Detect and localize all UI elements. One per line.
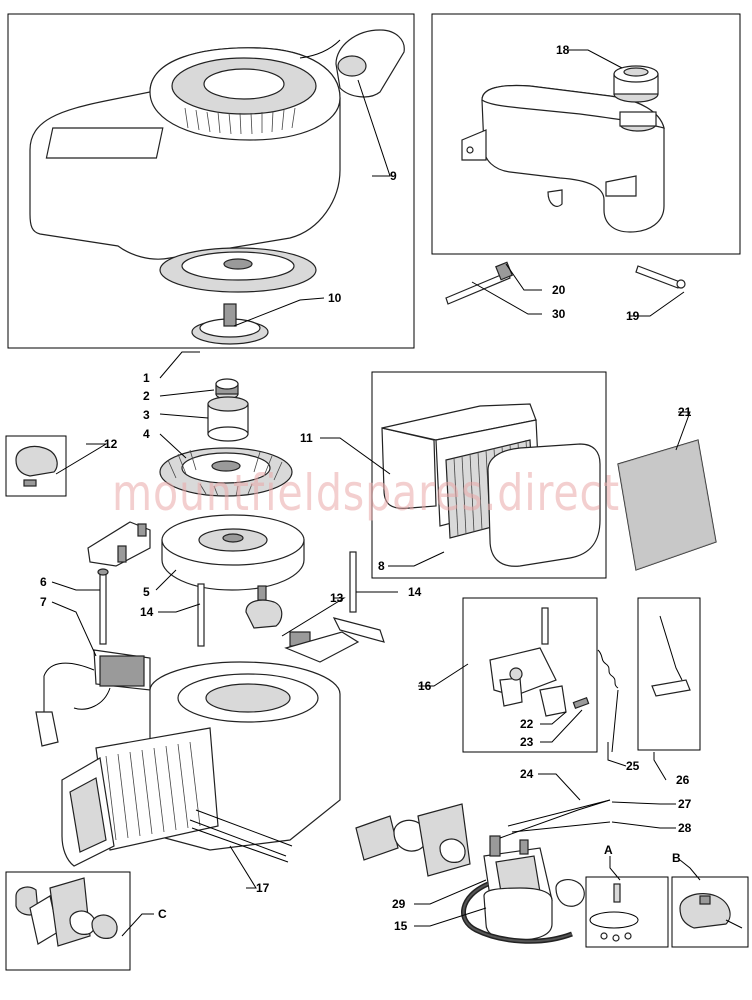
frame-kit-B bbox=[671, 876, 749, 948]
starter-cup-3 bbox=[207, 396, 249, 442]
fuel-cap-18 bbox=[613, 65, 659, 103]
callout-25: 25 bbox=[626, 759, 640, 773]
starter-pulley-cup-10 bbox=[191, 303, 269, 345]
fan-4 bbox=[159, 447, 293, 497]
fuel-hose-15 bbox=[461, 881, 573, 944]
fuel-tank bbox=[461, 84, 665, 233]
frame-linkage-26 bbox=[637, 597, 701, 751]
callout-6: 6 bbox=[40, 575, 47, 589]
part-12-coil-cover bbox=[15, 445, 58, 487]
callout-A: A bbox=[604, 843, 613, 857]
kit-A-contents bbox=[589, 883, 639, 942]
callout-19: 19 bbox=[626, 309, 640, 323]
bolt-20-30 bbox=[445, 261, 513, 305]
rod-28 bbox=[511, 821, 611, 833]
frame-fuel-tank bbox=[431, 13, 741, 255]
pre-filter-foam-21 bbox=[617, 439, 717, 571]
callout-15: 15 bbox=[394, 919, 408, 933]
frame-part-12 bbox=[5, 435, 67, 497]
linkage-rod-26 bbox=[651, 615, 691, 697]
engine-block bbox=[61, 661, 341, 867]
spring-25 bbox=[597, 649, 619, 753]
frame-gasket-kit-C bbox=[5, 871, 131, 971]
callout-17: 17 bbox=[256, 881, 270, 895]
callout-labels: 1 2 3 4 5 6 7 8 9 10 11 12 13 14 14 15 1… bbox=[40, 43, 692, 933]
callout-26: 26 bbox=[676, 773, 690, 787]
callout-14-right: 14 bbox=[408, 585, 422, 599]
callout-27: 27 bbox=[678, 797, 692, 811]
callout-8: 8 bbox=[378, 559, 385, 573]
baffle-plate bbox=[87, 521, 151, 567]
callout-14-left: 14 bbox=[140, 605, 154, 619]
callout-30: 30 bbox=[552, 307, 566, 321]
callout-B: B bbox=[672, 851, 681, 865]
callout-23: 23 bbox=[520, 735, 534, 749]
callout-12: 12 bbox=[104, 437, 118, 451]
flywheel-nut-2 bbox=[215, 378, 239, 400]
governor-assembly-16 bbox=[489, 607, 590, 717]
callout-28: 28 bbox=[678, 821, 692, 835]
starter-handle bbox=[299, 29, 405, 98]
callout-3: 3 bbox=[143, 408, 150, 422]
callout-C: C bbox=[158, 907, 167, 921]
recoil-starter-housing bbox=[29, 47, 341, 293]
leader-lines bbox=[51, 49, 701, 937]
callout-24: 24 bbox=[520, 767, 534, 781]
stud-14-left bbox=[197, 583, 205, 647]
callout-5: 5 bbox=[143, 585, 150, 599]
rod-27 bbox=[507, 799, 611, 827]
callout-2: 2 bbox=[143, 389, 150, 403]
air-filter-cover bbox=[487, 443, 601, 567]
callout-10: 10 bbox=[328, 291, 342, 305]
carb-gaskets bbox=[355, 803, 471, 877]
callout-16: 16 bbox=[418, 679, 432, 693]
callout-9: 9 bbox=[390, 169, 397, 183]
callout-1: 1 bbox=[143, 371, 150, 385]
watermark: mountfieldspares.direct bbox=[112, 464, 620, 522]
callout-18: 18 bbox=[556, 43, 570, 57]
carburetor-29 bbox=[483, 835, 585, 941]
frame-governor bbox=[462, 597, 598, 753]
frame-air-filter bbox=[371, 371, 607, 579]
bolt-19 bbox=[635, 265, 686, 289]
kit-B-contents bbox=[679, 893, 743, 929]
ignition-coil-7 bbox=[35, 649, 151, 747]
callout-20: 20 bbox=[552, 283, 566, 297]
callout-11: 11 bbox=[300, 431, 313, 445]
frame-kit-A bbox=[585, 876, 669, 948]
callout-7: 7 bbox=[40, 595, 47, 609]
callout-22: 22 bbox=[520, 717, 534, 731]
stud-14-right bbox=[349, 551, 357, 613]
gasket-kit-C-contents bbox=[15, 877, 118, 947]
callout-13: 13 bbox=[330, 591, 344, 605]
callout-21: 21 bbox=[678, 405, 692, 419]
rod-24 bbox=[499, 799, 611, 839]
callout-4: 4 bbox=[143, 427, 150, 441]
flywheel-5 bbox=[161, 514, 305, 591]
callout-29: 29 bbox=[392, 897, 406, 911]
bracket-13 bbox=[245, 585, 385, 663]
stud-6 bbox=[97, 568, 109, 645]
frame-starter-assembly bbox=[7, 13, 415, 349]
